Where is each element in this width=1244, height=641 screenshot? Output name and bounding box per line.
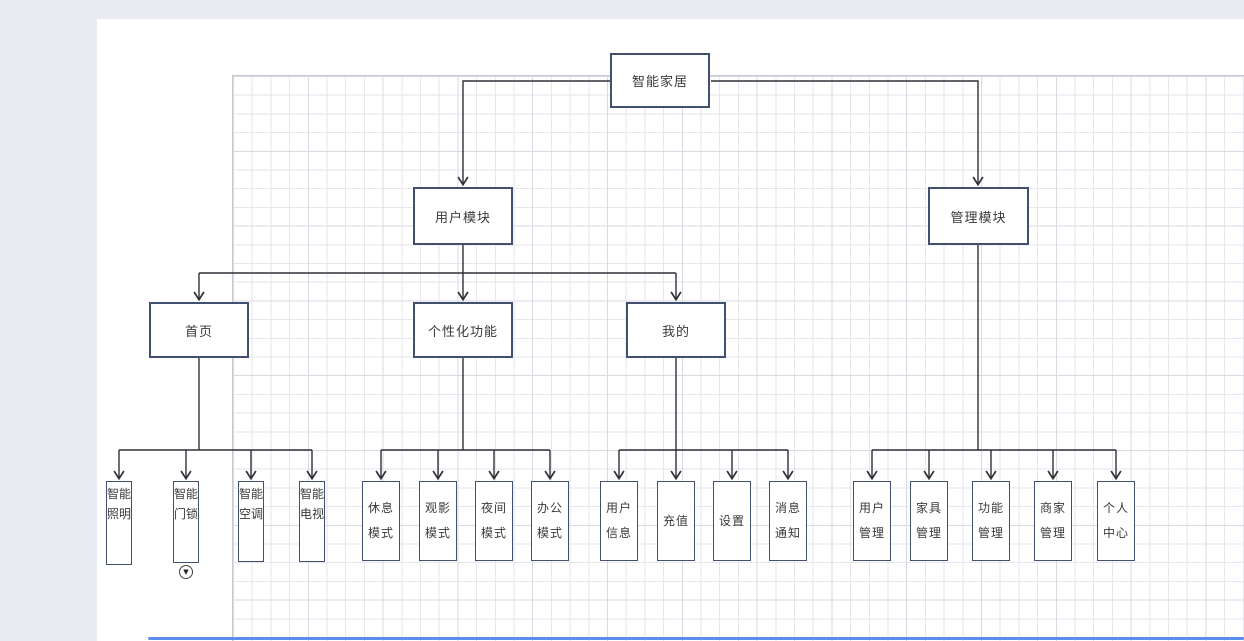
node-recharge[interactable]: 充值 (657, 481, 695, 561)
node-admin-module[interactable]: 管理模块 (928, 187, 1029, 245)
node-message-notifications[interactable]: 消息通知 (769, 481, 807, 561)
node-function-management[interactable]: 功能管理 (972, 481, 1010, 561)
node-my-page[interactable]: 我的 (626, 302, 726, 358)
node-furniture-management[interactable]: 家具管理 (910, 481, 948, 561)
node-label: 功能管理 (977, 501, 1004, 540)
node-home-page[interactable]: 首页 (149, 302, 249, 358)
node-label: 充值 (662, 513, 689, 528)
node-label: 智能照明 (107, 487, 132, 521)
node-label: 商家管理 (1039, 501, 1066, 540)
node-label: 首页 (184, 324, 213, 340)
node-smart-ac[interactable]: 智能空调 (238, 481, 264, 562)
node-smart-tv[interactable]: 智能电视 (299, 481, 325, 562)
node-label: 个人中心 (1102, 501, 1129, 540)
node-label: 设置 (718, 513, 745, 528)
node-label: 用户管理 (858, 501, 885, 540)
node-label: 办公模式 (536, 501, 563, 540)
node-merchant-management[interactable]: 商家管理 (1034, 481, 1072, 561)
node-label: 用户模块 (434, 210, 491, 226)
node-label: 我的 (661, 324, 690, 340)
node-user-info[interactable]: 用户信息 (600, 481, 638, 561)
node-settings[interactable]: 设置 (713, 481, 751, 561)
node-personalized-functions[interactable]: 个性化功能 (413, 302, 513, 358)
node-label: 夜间模式 (480, 501, 507, 540)
node-label: 智能家居 (631, 75, 688, 90)
collapse-toggle-glyph: ▼ (183, 568, 189, 576)
node-label: 个性化功能 (427, 324, 498, 340)
node-user-module[interactable]: 用户模块 (413, 187, 513, 245)
node-smart-lighting[interactable]: 智能照明 (106, 481, 132, 565)
node-rest-mode[interactable]: 休息模式 (362, 481, 400, 561)
node-movie-mode[interactable]: 观影模式 (419, 481, 457, 561)
node-user-management[interactable]: 用户管理 (853, 481, 891, 561)
node-label: 家具管理 (915, 501, 942, 540)
node-label: 智能电视 (300, 487, 325, 521)
collapse-toggle-icon[interactable]: ▼ (179, 565, 193, 579)
node-label: 观影模式 (424, 501, 451, 540)
node-smart-door-lock[interactable]: 智能门锁 (173, 481, 199, 563)
node-label: 智能空调 (239, 487, 264, 521)
node-label: 智能门锁 (174, 487, 199, 521)
node-personal-center[interactable]: 个人中心 (1097, 481, 1135, 561)
horizontal-scrollbar[interactable] (148, 637, 1244, 640)
node-office-mode[interactable]: 办公模式 (531, 481, 569, 561)
node-label: 消息通知 (774, 501, 801, 540)
node-label: 用户信息 (605, 501, 632, 540)
node-label: 休息模式 (367, 501, 394, 540)
node-label: 管理模块 (950, 210, 1007, 226)
node-smart-home[interactable]: 智能家居 (610, 53, 710, 108)
node-night-mode[interactable]: 夜间模式 (475, 481, 513, 561)
